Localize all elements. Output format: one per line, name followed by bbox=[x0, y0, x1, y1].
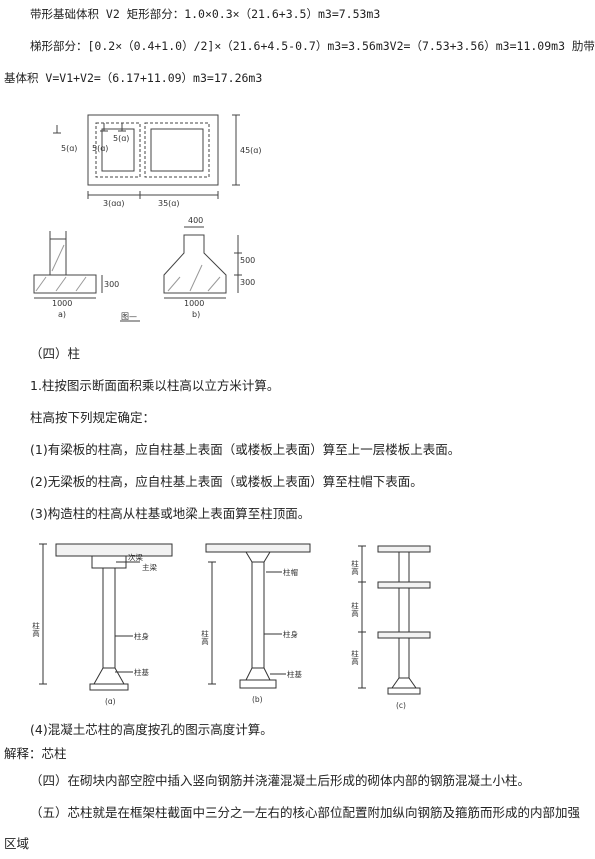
col-b-label-shaft: 柱身 bbox=[283, 629, 298, 639]
col-b-caption: (b) bbox=[252, 695, 263, 704]
col-b-base bbox=[245, 667, 271, 681]
section-b-footing bbox=[163, 234, 227, 294]
col-a-caption: (ɑ) bbox=[105, 697, 116, 706]
col-a-label-height: 柱高 bbox=[31, 621, 40, 639]
col-a-shaft bbox=[102, 567, 116, 669]
plan-dim-bottom-right: 35(ɑ) bbox=[158, 199, 180, 208]
plan-dim-right: 45(ɑ) bbox=[240, 146, 262, 155]
col-b-slab bbox=[205, 543, 311, 553]
col-a-footing bbox=[89, 683, 129, 691]
section-b-height-2: 500 bbox=[240, 256, 255, 265]
column-figure: 次梁 主梁 柱高 柱身 柱基 (ɑ) 柱帽 柱高 柱身 柱基 (b) 柱高 柱高… bbox=[31, 543, 431, 710]
col-c-label-height-3: 柱高 bbox=[350, 649, 359, 667]
section-b-top: 400 bbox=[188, 216, 203, 225]
formula-line-1: 带形基础体积 V2 矩形部分：1.0×0.3×（21.6+3.5）m3=7.53… bbox=[30, 7, 381, 21]
col-c-floor-2 bbox=[377, 581, 431, 589]
plan-dim-label-2: 5(ɑ) bbox=[92, 144, 108, 153]
col-c-floor-1 bbox=[377, 545, 431, 553]
col-a-label-main-beam: 主梁 bbox=[142, 562, 157, 572]
col-c-label-height-1: 柱高 bbox=[350, 559, 359, 577]
plan-opening-left-inner bbox=[101, 128, 135, 172]
col-b-shaft bbox=[251, 561, 265, 669]
section-a-footing bbox=[33, 274, 97, 294]
col-c-shaft-1 bbox=[398, 551, 410, 583]
figure-caption: 图— bbox=[121, 312, 137, 321]
col-c-shaft-3 bbox=[398, 637, 410, 679]
col-c-caption: (c) bbox=[396, 701, 406, 710]
col-a-label-shaft: 柱身 bbox=[134, 631, 149, 641]
col-b-label-cap: 柱帽 bbox=[283, 567, 298, 577]
col-b-cap bbox=[245, 551, 271, 563]
section-b-height-1: 300 bbox=[240, 278, 255, 287]
plan-opening-right bbox=[144, 122, 210, 178]
section-a-label: a) bbox=[58, 310, 66, 319]
col-c-floor-3 bbox=[377, 631, 431, 639]
paragraph-2: 柱高按下列规定确定： bbox=[30, 410, 156, 425]
col-c-shaft-2 bbox=[398, 587, 410, 633]
plan-opening-left bbox=[95, 122, 141, 178]
plan-outline bbox=[87, 114, 219, 186]
col-a-base bbox=[93, 667, 125, 685]
formula-line-2: 梯形部分：[0.2×（0.4+1.0）/2]×（21.6+4.5-0.7）m3=… bbox=[30, 39, 595, 53]
plan-dim-bottom-left: 3(ɑɑ) bbox=[103, 199, 125, 208]
paragraph-7: 解释：芯柱 bbox=[4, 746, 67, 761]
paragraph-3: (1)有梁板的柱高，应自柱基上表面（或楼板上表面）算至上一层楼板上表面。 bbox=[30, 442, 461, 457]
col-a-label-base: 柱基 bbox=[134, 667, 149, 677]
paragraph-5: (3)构造柱的柱高从柱基或地梁上表面算至柱顶面。 bbox=[30, 506, 311, 521]
section-a-height: 300 bbox=[104, 280, 119, 289]
paragraph-9: （五）芯柱就是在框架柱截面中三分之一左右的核心部位配置附加纵向钢筋及箍筋而形成的… bbox=[30, 805, 581, 820]
plan-dim-label-1: 5(ɑ) bbox=[61, 144, 77, 153]
section-b-label: b) bbox=[192, 310, 200, 319]
col-a-label-beam: 次梁 bbox=[128, 552, 143, 562]
col-b-label-height: 柱高 bbox=[200, 629, 209, 647]
paragraph-10: 区域 bbox=[4, 836, 30, 851]
paragraph-8: （四）在砌块内部空腔中插入竖向钢筋并浇灌混凝土后形成的砌体内部的钢筋混凝土小柱。 bbox=[30, 773, 531, 788]
col-b-label-base: 柱基 bbox=[287, 669, 302, 679]
col-c-label-height-2: 柱高 bbox=[350, 601, 359, 619]
paragraph-4: (2)无梁板的柱高，应自柱基上表面（或楼板上表面）算至柱帽下表面。 bbox=[30, 474, 423, 489]
col-b-footing bbox=[239, 679, 277, 689]
plan-dim-label-3: 5(ɑ) bbox=[113, 134, 129, 143]
section-a-width: 1000 bbox=[52, 299, 72, 308]
formula-line-3: 基体积 V=V1+V2=（6.17+11.09）m3=17.26m3 bbox=[4, 71, 263, 85]
foundation-figure: 5(ɑ) 5(ɑ) 5(ɑ) 3(ɑɑ) 35(ɑ) 45(ɑ) 1000 30… bbox=[33, 114, 262, 322]
section-b-width: 1000 bbox=[184, 299, 204, 308]
paragraph-6: (4)混凝土芯柱的高度按孔的图示高度计算。 bbox=[30, 722, 273, 737]
col-a-slab bbox=[55, 543, 173, 557]
section-heading: （四）柱 bbox=[30, 346, 81, 361]
col-c-base bbox=[391, 677, 417, 689]
paragraph-1: 1.柱按图示断面面积乘以柱高以立方米计算。 bbox=[30, 378, 280, 393]
col-c-footing bbox=[387, 687, 421, 695]
plan-opening-right-inner bbox=[150, 128, 204, 172]
